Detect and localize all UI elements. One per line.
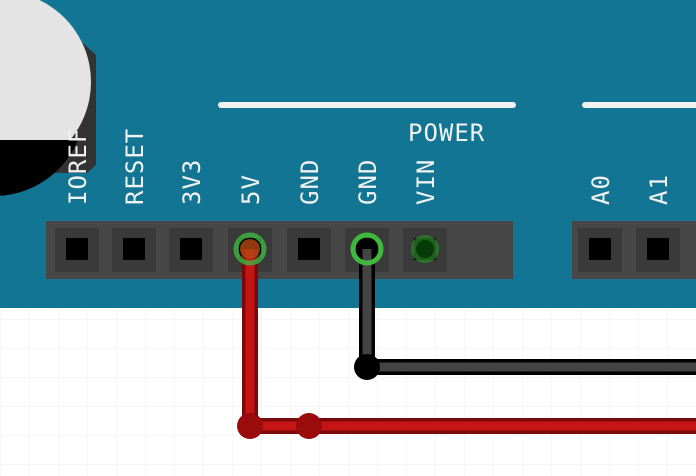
power-section-line [218, 102, 516, 108]
header-pin-reset[interactable] [112, 228, 156, 272]
pin-label-reset: RESET [121, 128, 149, 205]
wire-gnd[interactable] [354, 249, 696, 380]
wire-3v3[interactable] [237, 249, 696, 439]
wire-bend-point[interactable] [354, 354, 380, 380]
header-pin-3v3[interactable] [169, 228, 213, 272]
header-pin-a0[interactable] [578, 228, 622, 272]
analog-section-line [582, 102, 696, 108]
pin-highlight-gnd [350, 232, 384, 266]
header-pin-a1[interactable] [636, 228, 680, 272]
pin-label-3v3: 3V3 [178, 159, 206, 205]
wire-bend-point[interactable] [296, 413, 322, 439]
pin-label-5v: 5V [237, 174, 265, 205]
pin-label-a0: A0 [587, 174, 615, 205]
pin-label-a1: A1 [645, 174, 673, 205]
pin-label-vin: VIN [412, 159, 440, 205]
wire-bend-point[interactable] [237, 413, 263, 439]
pin-label-ioref: IOREF [64, 128, 92, 205]
pin-highlight-3v3 [233, 232, 267, 266]
pin-highlight-gnd2 [411, 235, 439, 263]
pin-label-gnd: GND [296, 159, 324, 205]
header-pin-gnd[interactable] [287, 228, 331, 272]
power-section-label: POWER [408, 119, 485, 147]
capacitor[interactable] [0, 0, 96, 196]
pin-label-gnd: GND [354, 159, 382, 205]
header-pin-ioref[interactable] [55, 228, 99, 272]
